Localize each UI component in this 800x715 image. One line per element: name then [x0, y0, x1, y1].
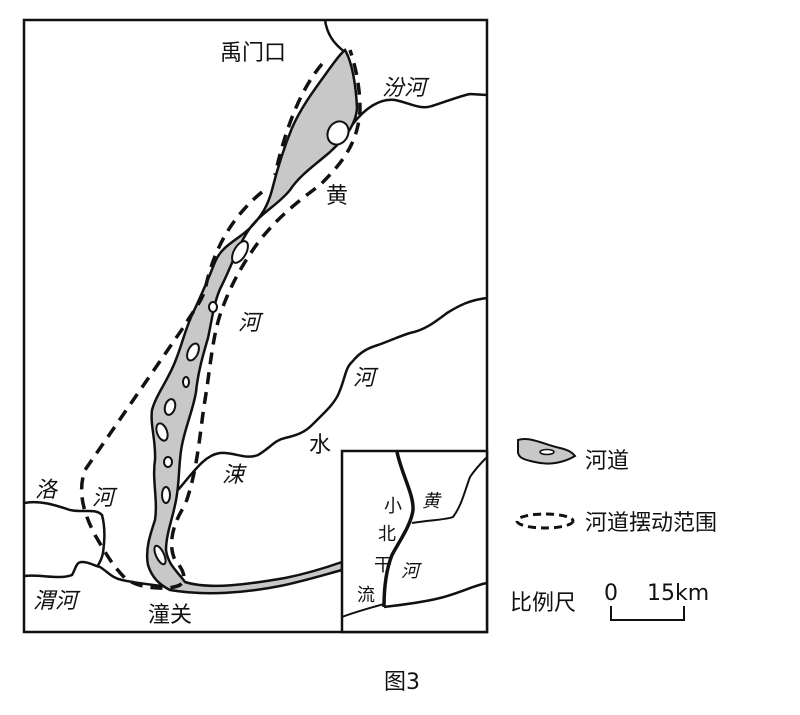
label-sushui-he: 河 — [353, 366, 379, 391]
label-yumenkou: 禹门口 — [220, 41, 286, 66]
label-huang: 黄 — [326, 184, 348, 209]
label-luo: 洛 — [35, 478, 59, 503]
inset-east-branch — [383, 581, 488, 609]
swing-range-boundary — [79, 49, 362, 590]
scale-zero: 0 — [604, 581, 618, 606]
legend-island-swatch — [539, 448, 555, 456]
label-sushui-shui: 水 — [309, 433, 331, 458]
inset-label-he: 河 — [401, 561, 422, 582]
inset-northeast-branch — [411, 456, 488, 524]
inset-label-gan: 干 — [374, 555, 392, 576]
wei-river — [23, 560, 171, 589]
river-channel — [145, 48, 359, 595]
label-fen-river: 汾河 — [382, 76, 430, 101]
inset-label-huang: 黄 — [422, 491, 442, 512]
sushui-river — [177, 296, 488, 491]
inset-label-liu: 流 — [357, 585, 375, 606]
inset-label-bei: 北 — [378, 524, 396, 545]
inset-main-river — [382, 451, 415, 608]
label-luo-he: 河 — [92, 486, 118, 511]
fen-river — [351, 92, 488, 126]
scale-label: 比例尺 — [510, 591, 576, 616]
scale-value: 15km — [647, 581, 709, 606]
map-frame — [22, 18, 489, 634]
yellow-river-upper — [323, 19, 346, 54]
label-tongguan: 潼关 — [148, 603, 192, 628]
sandbar-islands — [153, 120, 350, 566]
luo-river — [23, 500, 106, 568]
inset-label-xiao: 小 — [384, 496, 402, 517]
scale-bar — [610, 606, 685, 621]
legend-swing-swatch — [515, 512, 575, 530]
label-wei-river: 渭河 — [33, 589, 81, 614]
inset-west-branch — [341, 603, 385, 618]
legend-channel-label: 河道 — [585, 449, 629, 474]
label-sushui-su: 涑 — [222, 463, 247, 488]
label-he: 河 — [238, 311, 264, 336]
figure-caption: 图3 — [384, 670, 420, 695]
legend-swing-label: 河道摆动范围 — [585, 511, 717, 536]
